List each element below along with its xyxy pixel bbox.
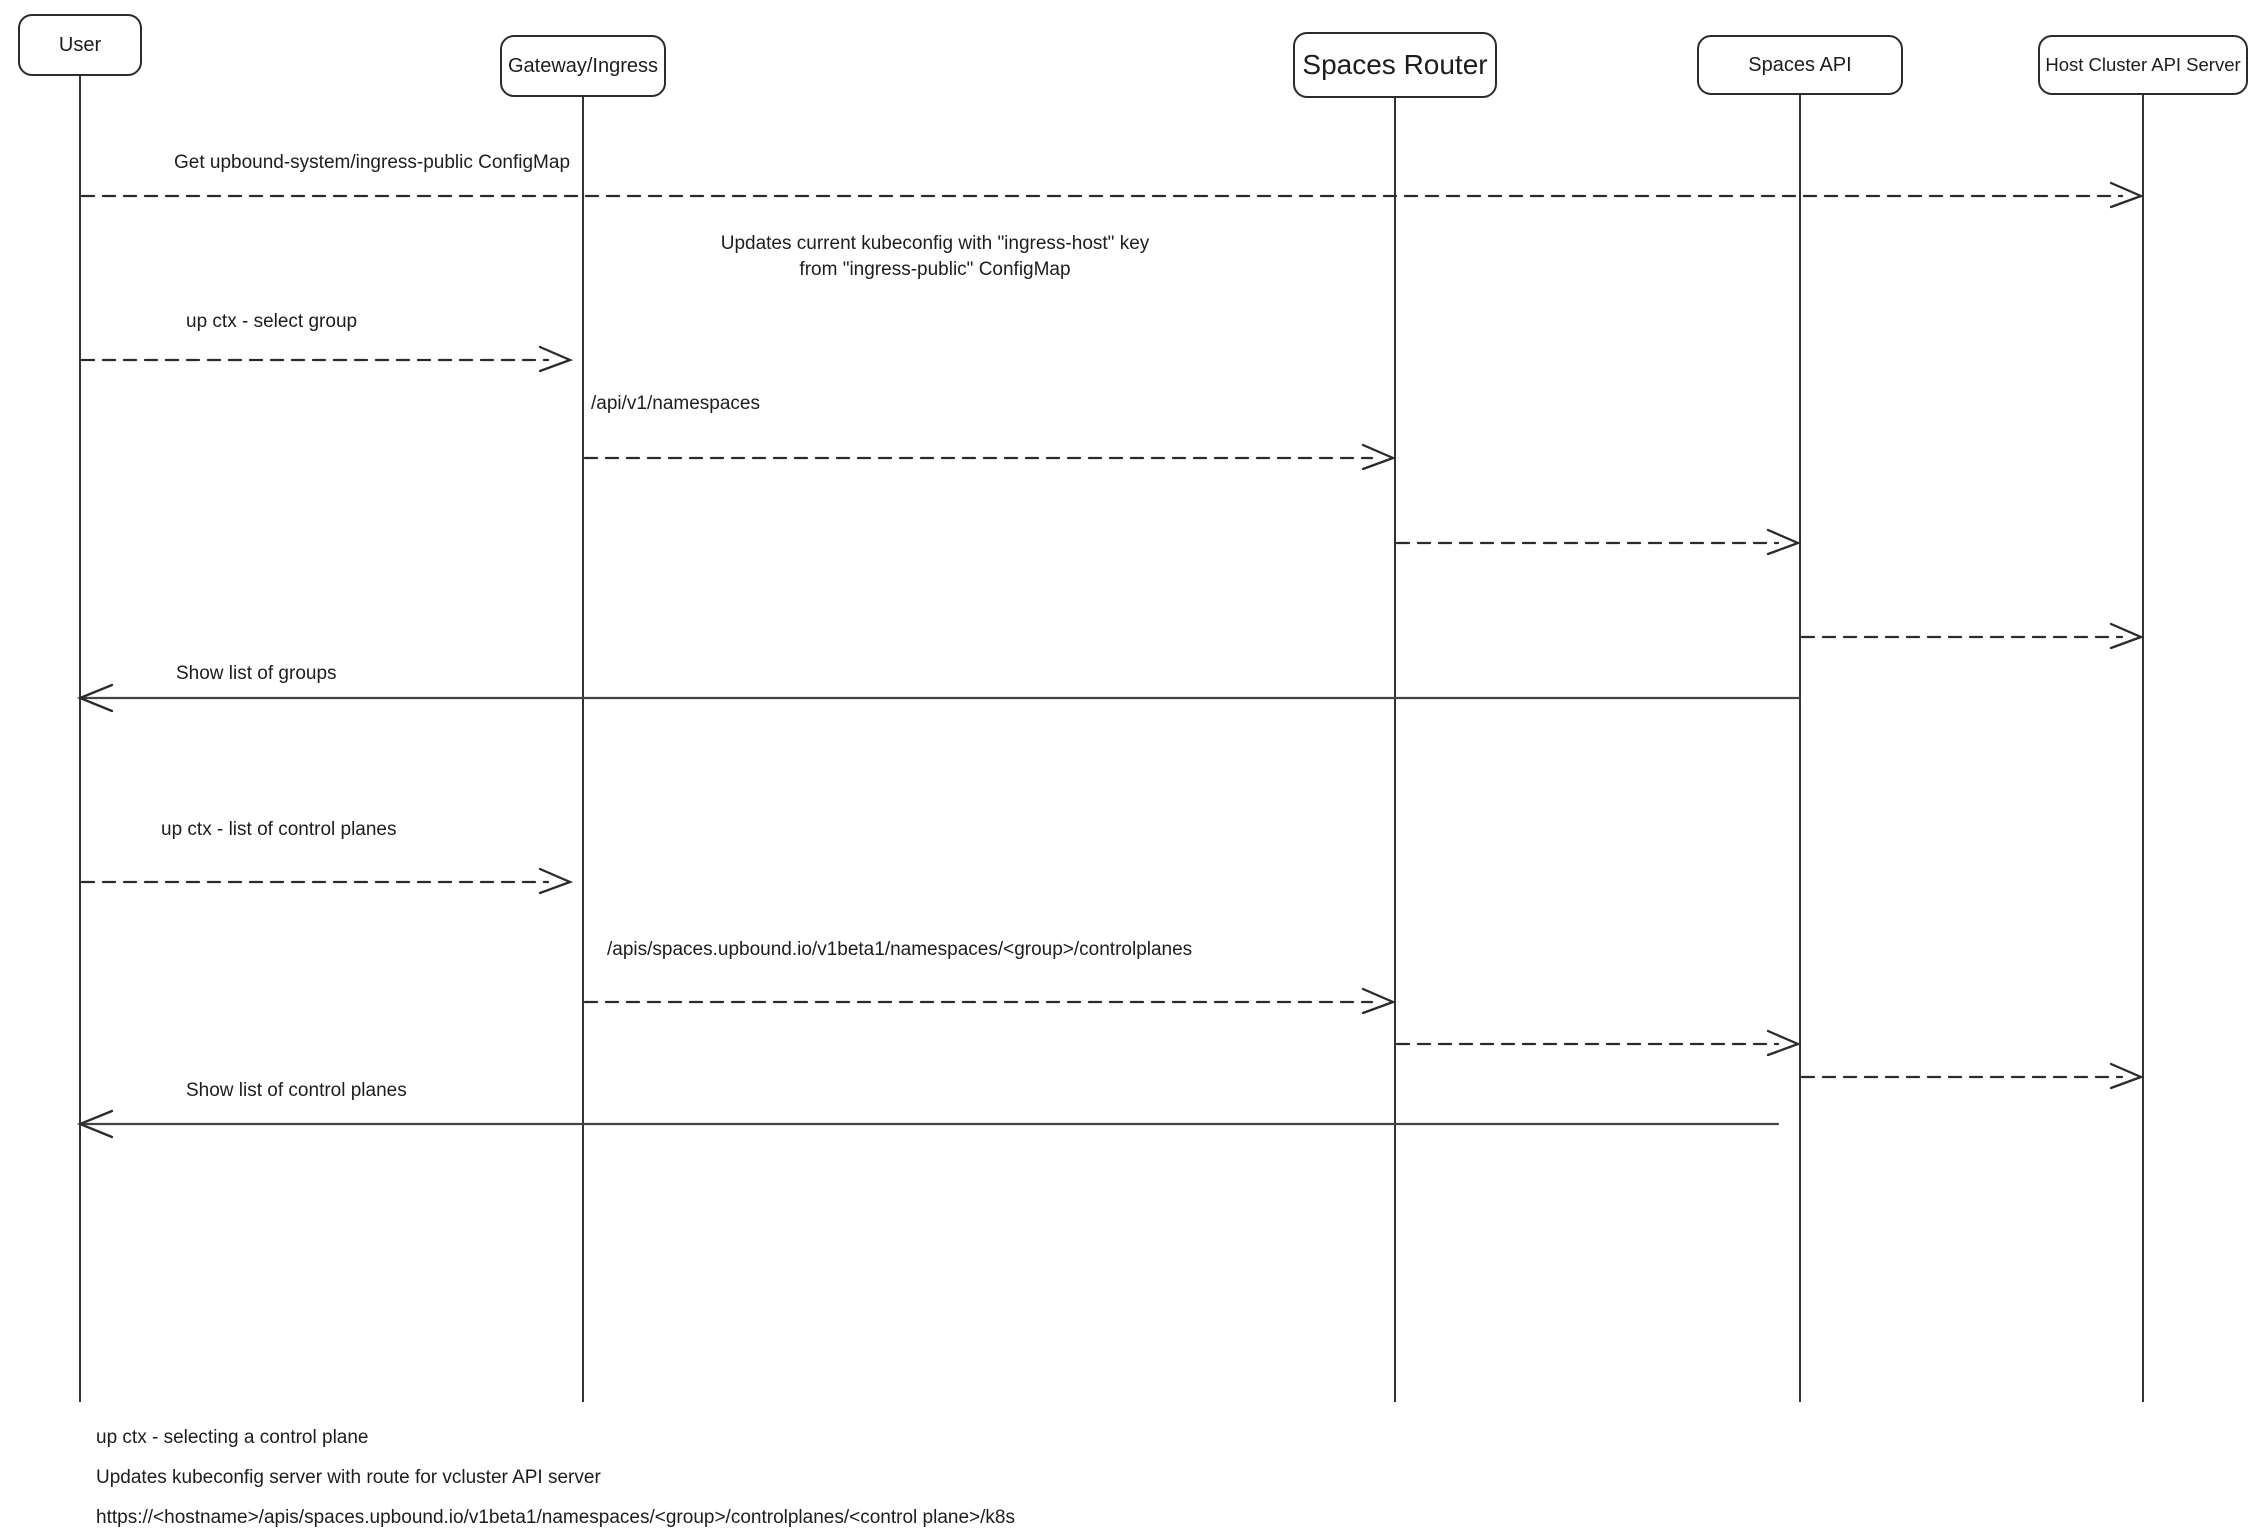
actor-box-user: User <box>18 14 142 76</box>
actor-label-spaces-api: Spaces API <box>1748 53 1852 76</box>
actor-box-spaces-api: Spaces API <box>1697 35 1903 95</box>
message-label-list-control-planes: up ctx - list of control planes <box>161 819 397 840</box>
message-label-api-v1-namespaces: /api/v1/namespaces <box>591 393 760 414</box>
arrow-api-to-host-1-head <box>2109 622 2145 650</box>
message-label-show-list-of-groups: Show list of groups <box>176 663 337 684</box>
actor-label-spaces-router: Spaces Router <box>1302 49 1488 80</box>
arrow-list-control-planes-head <box>538 867 574 895</box>
footer-note-vcluster-url: https://<hostname>/apis/spaces.upbound.i… <box>96 1507 1015 1528</box>
actor-label-host-cluster-api-server: Host Cluster API Server <box>2045 54 2241 75</box>
footer-note-selecting-control-plane: up ctx - selecting a control plane <box>96 1427 369 1448</box>
arrow-router-to-api-2-head <box>1766 1029 1802 1057</box>
arrow-api-to-host-2-head <box>2109 1062 2145 1090</box>
message-label-apis-spaces-upbound: /apis/spaces.upbound.io/v1beta1/namespac… <box>607 939 1193 960</box>
arrow-api-v1-namespaces-head <box>1361 443 1397 471</box>
actor-box-host-cluster-api-server: Host Cluster API Server <box>2038 35 2248 95</box>
actor-box-gateway-ingress: Gateway/Ingress <box>500 35 666 97</box>
arrow-apis-spaces-upbound-head <box>1361 987 1397 1015</box>
arrow-router-to-api-1-head <box>1766 528 1802 556</box>
note-updates-current-kubeconfig: Updates current kubeconfig with "ingress… <box>720 233 1150 280</box>
footer-note-updates-kubeconfig-server: Updates kubeconfig server with route for… <box>96 1467 601 1488</box>
actor-box-spaces-router: Spaces Router <box>1293 32 1497 98</box>
message-label-show-list-of-control-planes: Show list of control planes <box>186 1080 407 1101</box>
arrow-get-configmap-head <box>2109 181 2145 209</box>
actor-label-user: User <box>58 33 102 56</box>
arrow-select-group-head <box>538 345 574 373</box>
actor-label-gateway-ingress: Gateway/Ingress <box>507 54 659 77</box>
arrow-show-control-planes-head <box>76 1109 114 1139</box>
arrow-show-groups-head <box>76 683 114 713</box>
message-label-select-group: up ctx - select group <box>186 311 358 332</box>
message-label-get-configmap: Get upbound-system/ingress-public Config… <box>173 152 571 173</box>
